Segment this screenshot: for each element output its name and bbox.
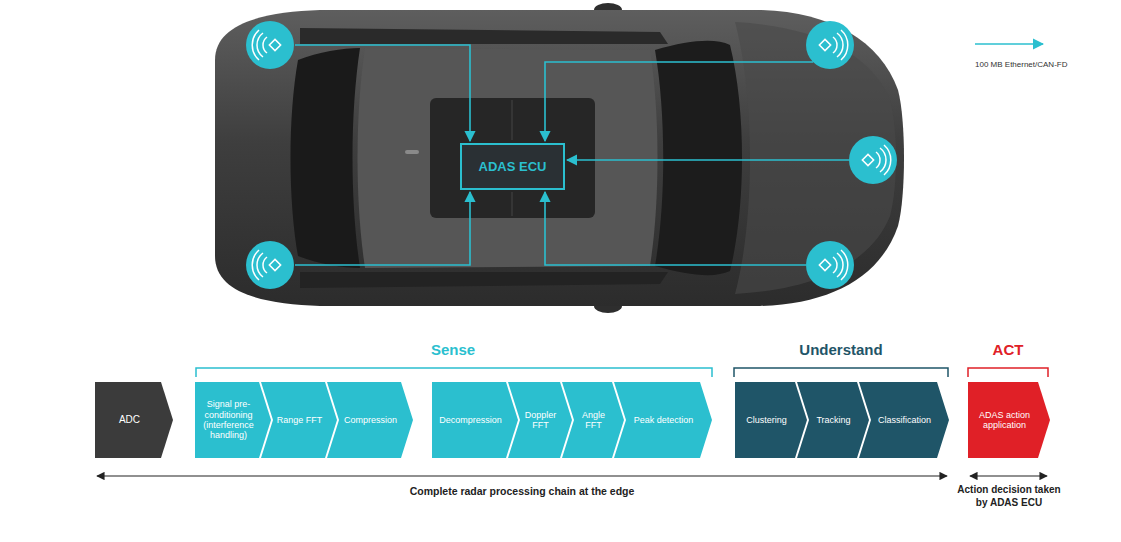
chevron-fill (562, 382, 624, 458)
chevron-fill (327, 382, 413, 458)
chevron-fill (614, 382, 712, 458)
chevron-fill (968, 382, 1050, 458)
process-chevron: Angle FFT (562, 382, 624, 458)
group-heading: Understand (751, 341, 931, 360)
legend-entry: 100 MB Ethernet/CAN-FD (975, 53, 1067, 71)
car-roof (358, 48, 658, 268)
radar-sensor (806, 21, 854, 69)
process-chevron: Doppler FFT (508, 382, 572, 458)
rear-window (291, 48, 361, 268)
side-window (300, 272, 668, 288)
process-chevron: Signal pre-conditioning (interference ha… (195, 382, 271, 458)
stage-label: Angle FFT (577, 410, 610, 431)
sunroof-divider (512, 100, 513, 140)
radar-sensor (849, 136, 897, 184)
stage-label: Classification (878, 415, 931, 425)
stage-label: Tracking (816, 415, 850, 425)
group-heading: Sense (373, 341, 533, 360)
ethernet-link (295, 192, 470, 265)
group-bracket (734, 368, 948, 377)
stage-label: Signal pre-conditioning (interference ha… (200, 399, 257, 440)
group-heading: ACT (963, 341, 1053, 360)
stage-label: ADAS action application (973, 410, 1036, 431)
process-chevron: Range FFT (261, 382, 337, 458)
legend-text: 100 MB Ethernet/CAN-FD (975, 60, 1067, 69)
ecu-label: ADAS ECU (479, 159, 547, 174)
ecu-box: ADAS ECU (460, 143, 565, 190)
chevron-fill (508, 382, 572, 458)
legend-arrow (975, 43, 1043, 45)
car-body (215, 10, 904, 306)
chevron-fill (735, 382, 807, 458)
windshield (655, 41, 742, 275)
chevron-fill (797, 382, 869, 458)
span-arrow (970, 475, 1047, 476)
ethernet-link (295, 45, 470, 141)
radar-sensor (246, 241, 294, 289)
stage-label: Clustering (746, 415, 787, 425)
sunroof-divider (512, 192, 513, 216)
chevron-fill (195, 382, 271, 458)
chevron-fill (432, 382, 518, 458)
process-chevron: Decompression (432, 382, 518, 458)
radar-sensor (806, 241, 854, 289)
stage-label: Compression (344, 415, 397, 425)
process-chevron: Tracking (797, 382, 869, 458)
group-bracket (196, 368, 712, 377)
span-label: Complete radar processing chain at the e… (312, 485, 732, 498)
chevron-fill (95, 382, 173, 458)
radar-sensor (246, 21, 294, 69)
process-chevron: Peak detection (614, 382, 712, 458)
ethernet-link (545, 192, 806, 265)
chevron-fill (261, 382, 337, 458)
process-chevron: Compression (327, 382, 413, 458)
stage-label: Range FFT (277, 415, 323, 425)
process-chevron: ADC (95, 382, 173, 458)
process-chevron: Classification (859, 382, 949, 458)
chevron-fill (859, 382, 949, 458)
door-handle (405, 150, 419, 154)
group-bracket (968, 368, 1048, 377)
stage-label: Decompression (439, 415, 502, 425)
side-window (300, 28, 668, 44)
stage-label: Peak detection (634, 415, 694, 425)
ethernet-link (567, 159, 849, 161)
stage-label: ADC (119, 414, 140, 426)
process-chevron: Clustering (735, 382, 807, 458)
span-label: Action decision taken by ADAS ECU (953, 484, 1065, 509)
sunroof (430, 98, 595, 218)
process-chevron: ADAS action application (968, 382, 1050, 458)
stage-label: Doppler FFT (523, 410, 558, 431)
ethernet-link (545, 62, 813, 141)
span-arrow (97, 475, 947, 476)
